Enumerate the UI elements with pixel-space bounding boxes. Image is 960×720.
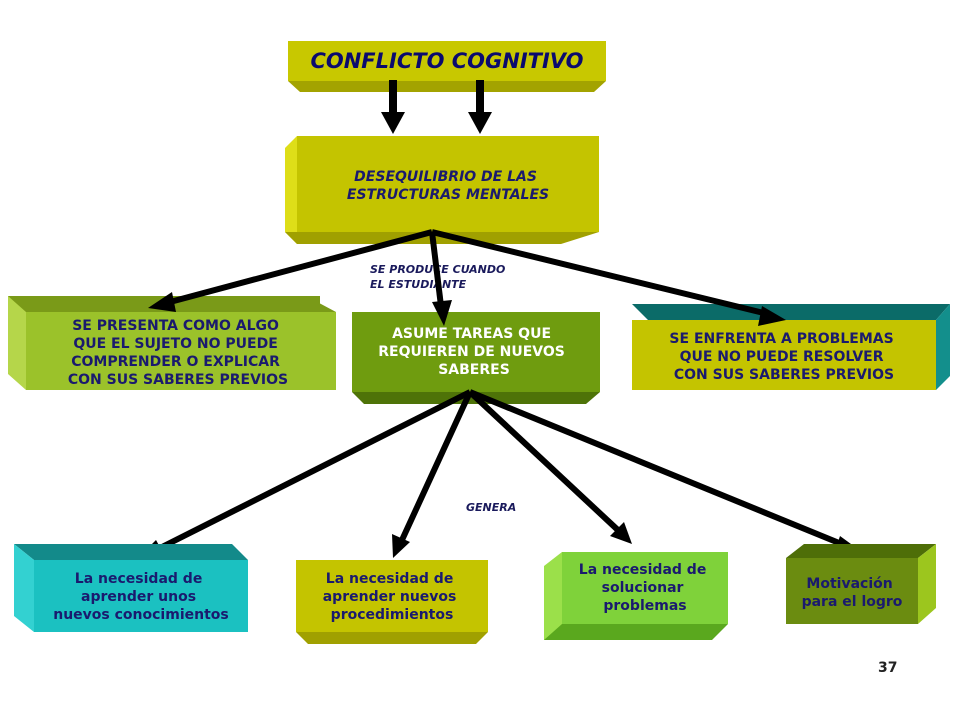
situation-1-line: SE PRESENTA COMO ALGO [72,318,279,334]
svg-text:La necesidad de aprender: La necesidad de aprender nuevos procedim… [323,571,462,623]
situation-box-3: SE ENFRENTA A PROBLEMAS QUE NO PUEDE RES… [632,304,950,390]
svg-text:La necesidad de solucion: La necesidad de solucionar problemas [579,562,711,614]
outcome-2-line: La necesidad de [326,571,454,587]
outcome-box-2: La necesidad de aprender nuevos procedim… [296,560,488,644]
situation-1-line: CON SUS SABERES PREVIOS [68,372,288,388]
outcome-box-4: Motivación para el logro [786,544,936,624]
situation-2-line: REQUIEREN DE NUEVOS [378,344,565,360]
outcome-4-line: para el logro [802,594,903,610]
outcome-3-line: solucionar [602,580,684,596]
title-text: CONFLICTO COGNITIVO [310,49,583,73]
situation-2-line: ASUME TAREAS QUE [392,326,551,342]
situation-2-line: SABERES [438,362,510,378]
svg-text:SE ENFRENTA A PROBLEMAS: SE ENFRENTA A PROBLEMAS QUE NO PUEDE RES… [669,331,898,383]
situation-1-line: QUE EL SUJETO NO PUEDE [73,336,277,352]
outcome-3-line: La necesidad de [579,562,707,578]
arrow-to-situation-2 [429,231,452,326]
connector-genera: GENERA [466,501,516,514]
outcome-4-line: Motivación [806,576,892,592]
outcome-1-line: La necesidad de [75,571,203,587]
arrow-title-to-disequilibrium-right [468,80,492,134]
arrow-to-situation-3 [431,229,786,326]
outcome-box-3: La necesidad de solucionar problemas [544,552,728,640]
title-box: CONFLICTO COGNITIVO [288,41,606,92]
connector-produce-line: EL ESTUDIANTE [370,278,467,291]
arrow-to-outcome-3 [467,389,632,544]
outcome-box-1: La necesidad de aprender unos nuevos con… [14,544,248,632]
arrow-to-outcome-1 [136,389,472,560]
arrow-to-situation-1 [148,229,433,312]
page-number: 37 [878,660,898,676]
outcome-1-line: aprender unos [81,589,196,605]
outcome-2-line: aprender nuevos [323,589,457,605]
arrow-to-outcome-4 [468,389,862,554]
svg-text:SE PRESENTA COMO ALGO QU: SE PRESENTA COMO ALGO QUE EL SUJETO NO P… [68,318,288,388]
svg-text:Motivación para el logro: Motivación para el logro [802,576,903,610]
svg-text:DESEQUILIBRIO DE LAS EST: DESEQUILIBRIO DE LAS ESTRUCTURAS MENTALE… [347,169,549,203]
situation-1-line: COMPRENDER O EXPLICAR [71,354,280,370]
arrow-title-to-disequilibrium-left [381,80,405,134]
situation-3-line: CON SUS SABERES PREVIOS [674,367,894,383]
outcome-3-line: problemas [603,598,686,614]
situation-3-line: SE ENFRENTA A PROBLEMAS [669,331,893,347]
svg-text:ASUME TAREAS QUE REQUIER: ASUME TAREAS QUE REQUIEREN DE NUEVOS SAB… [378,326,569,378]
situation-3-line: QUE NO PUEDE RESOLVER [680,349,884,365]
disequilibrium-box: DESEQUILIBRIO DE LAS ESTRUCTURAS MENTALE… [285,136,599,244]
disequilibrium-line: ESTRUCTURAS MENTALES [347,187,549,203]
svg-text:La necesidad de aprender: La necesidad de aprender unos nuevos con… [53,571,228,623]
outcome-2-line: procedimientos [331,607,454,623]
arrow-to-outcome-2 [392,390,473,558]
disequilibrium-line: DESEQUILIBRIO DE LAS [354,169,537,185]
outcome-1-line: nuevos conocimientos [53,607,228,623]
situation-box-2: ASUME TAREAS QUE REQUIEREN DE NUEVOS SAB… [352,312,600,404]
